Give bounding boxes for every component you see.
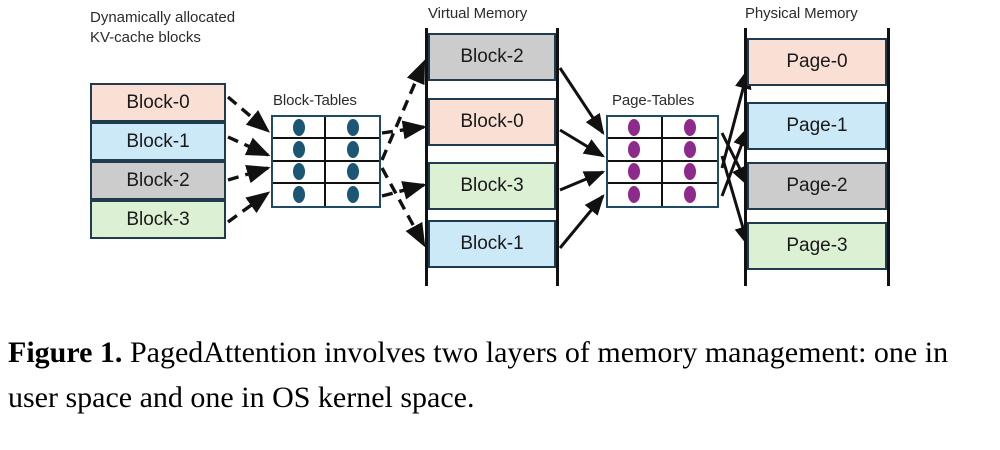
kv-block-3-label: Block-3 — [126, 208, 190, 230]
page-table-cell[interactable] — [662, 139, 717, 162]
kv-cache-title: Dynamically allocated KV-cache blocks — [90, 9, 236, 46]
kv-block-0-label: Block-0 — [126, 91, 190, 113]
virtual-memory-left-rail — [425, 28, 428, 286]
ellipse-icon — [628, 163, 641, 181]
ellipse-icon — [683, 140, 696, 158]
arrows-kv-to-block-tables — [226, 95, 271, 224]
physical-memory-title: Physical Memory — [745, 5, 858, 22]
page-table-cell[interactable] — [662, 162, 717, 184]
kv-cache-block-stack: Block-0 Block-1 Block-2 Block-3 — [90, 83, 226, 239]
virtual-memory-slot-2-label: Block-3 — [460, 175, 524, 196]
ellipse-icon — [346, 140, 359, 158]
kv-block-1[interactable]: Block-1 — [90, 122, 226, 161]
physical-memory-slot-2-label: Page-2 — [786, 175, 848, 196]
ellipse-icon — [292, 186, 305, 204]
virtual-memory-right-rail — [556, 28, 559, 286]
physical-memory-left-rail — [744, 28, 747, 286]
physical-memory-right-rail — [887, 28, 890, 286]
physical-memory-slot-3[interactable]: Page-3 — [747, 222, 887, 270]
kv-block-2[interactable]: Block-2 — [90, 161, 226, 200]
block-tables-title: Block-Tables — [273, 92, 357, 109]
page-table-cell[interactable] — [608, 139, 663, 162]
ellipse-icon — [628, 118, 641, 136]
page-table-cell[interactable] — [608, 161, 663, 184]
physical-memory-slot-0[interactable]: Page-0 — [747, 38, 887, 86]
physical-memory-slot-0-label: Page-0 — [786, 51, 848, 72]
block-table-cell[interactable] — [326, 162, 379, 184]
ellipse-icon — [346, 163, 359, 181]
virtual-memory-slot-2[interactable]: Block-3 — [428, 162, 556, 210]
virtual-memory-slot-1[interactable]: Block-0 — [428, 98, 556, 146]
ellipse-icon — [292, 140, 305, 158]
ellipse-icon — [628, 186, 641, 204]
virtual-memory-slot-0-label: Block-2 — [460, 46, 524, 67]
virtual-memory-title: Virtual Memory — [428, 5, 528, 22]
arrows-block-tables-to-virtual-memory — [380, 59, 427, 248]
kv-block-1-label: Block-1 — [126, 130, 190, 152]
block-table-cell[interactable] — [273, 117, 326, 140]
virtual-memory-slot-0[interactable]: Block-2 — [428, 33, 556, 81]
figure-caption: Figure 1. PagedAttention involves two la… — [8, 330, 992, 420]
block-table-cell[interactable] — [326, 184, 379, 206]
block-tables-grid[interactable] — [271, 115, 381, 208]
page-tables-grid[interactable] — [606, 115, 719, 208]
figure-caption-text: PagedAttention involves two layers of me… — [8, 336, 949, 414]
kv-block-2-label: Block-2 — [126, 169, 190, 191]
physical-memory-slot-1[interactable]: Page-1 — [747, 102, 887, 150]
block-table-cell[interactable] — [273, 183, 326, 206]
figure-caption-label: Figure 1. — [8, 336, 123, 369]
block-table-cell[interactable] — [326, 139, 379, 162]
physical-memory-slot-1-label: Page-1 — [786, 115, 848, 136]
page-table-cell[interactable] — [662, 117, 717, 140]
virtual-memory-slot-1-label: Block-0 — [460, 111, 524, 132]
ellipse-icon — [683, 118, 696, 136]
block-table-cell[interactable] — [273, 161, 326, 184]
ellipse-icon — [292, 118, 305, 136]
ellipse-icon — [292, 163, 305, 181]
page-table-cell[interactable] — [663, 184, 718, 206]
ellipse-icon — [346, 186, 359, 204]
pagedattention-diagram: Dynamically allocated KV-cache blocks Bl… — [90, 5, 890, 286]
physical-memory-column: Page-0 Page-1 Page-2 Page-3 — [744, 28, 890, 286]
ellipse-icon — [683, 163, 696, 181]
ellipse-icon — [346, 118, 359, 136]
virtual-memory-slot-3-label: Block-1 — [460, 233, 524, 254]
virtual-memory-column: Block-2 Block-0 Block-3 Block-1 — [425, 28, 559, 286]
ellipse-icon — [683, 186, 696, 204]
arrows-virtual-memory-to-page-tables — [558, 67, 606, 249]
page-table-cell[interactable] — [608, 117, 663, 140]
block-table-cell[interactable] — [273, 139, 326, 162]
block-table-cell[interactable] — [326, 117, 379, 140]
page-tables-title: Page-Tables — [612, 92, 695, 109]
physical-memory-slot-2[interactable]: Page-2 — [747, 162, 887, 210]
kv-block-3[interactable]: Block-3 — [90, 200, 226, 239]
kv-block-0[interactable]: Block-0 — [90, 83, 226, 122]
virtual-memory-slot-3[interactable]: Block-1 — [428, 220, 556, 268]
ellipse-icon — [628, 140, 641, 158]
physical-memory-slot-3-label: Page-3 — [786, 235, 848, 256]
page-table-cell[interactable] — [608, 183, 663, 206]
